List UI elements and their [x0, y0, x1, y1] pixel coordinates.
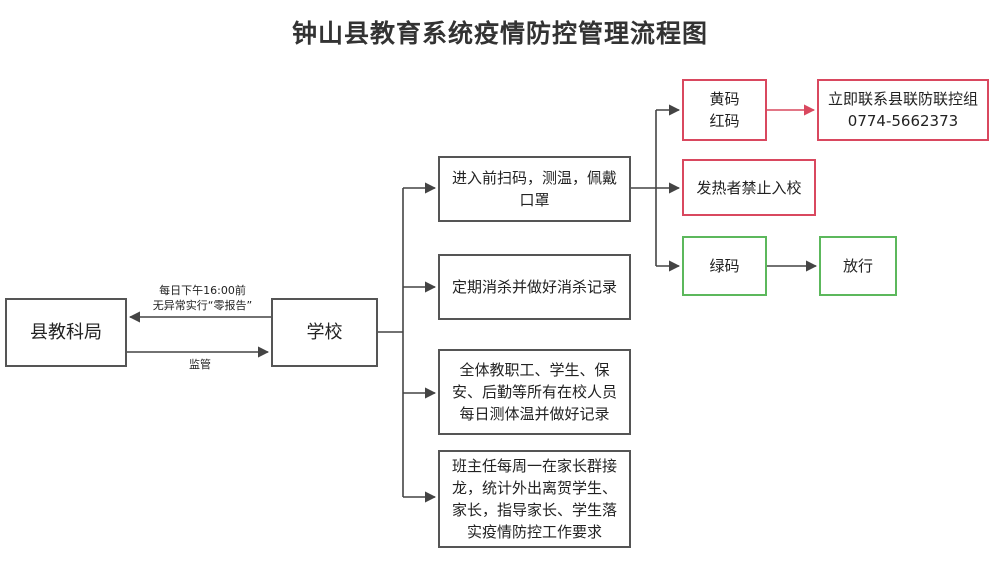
- report-label: 每日下午16:00前 无异常实行“零报告”: [140, 283, 265, 313]
- node-green-code-label: 绿码: [709, 257, 740, 275]
- node-fever-label: 发热者禁止入校: [696, 178, 802, 197]
- node-school: 学校: [271, 298, 378, 367]
- node-green-code: 绿码: [682, 236, 767, 296]
- diagram-title: 钟山县教育系统疫情防控管理流程图: [291, 19, 708, 48]
- node-school-label: 学校: [306, 321, 343, 343]
- node-task-scan: 进入前扫码，测温，佩戴口罩: [438, 156, 631, 222]
- node-pass-label: 放行: [842, 257, 873, 275]
- node-bureau: 县教科局: [5, 298, 127, 367]
- node-task-scan-label: 进入前扫码，测温，佩戴口罩: [451, 169, 617, 209]
- report-label-line2: 无异常实行“零报告”: [152, 299, 253, 312]
- node-fever: 发热者禁止入校: [682, 159, 816, 216]
- node-task-disinfect-label: 定期消杀并做好消杀记录: [451, 278, 617, 296]
- node-task-parents-label: 班主任每周一在家长群接龙，统计外出离贺学生、家长，指导家长、学生落实疫情防控工作…: [451, 457, 617, 541]
- node-contact-phone: 0774-5662373: [847, 112, 959, 130]
- node-yellow-red-code: 黄码 红码: [682, 79, 767, 141]
- node-contact-label: 立即联系县联防联控组: [827, 90, 978, 108]
- node-task-parents: 班主任每周一在家长群接龙，统计外出离贺学生、家长，指导家长、学生落实疫情防控工作…: [438, 450, 631, 548]
- node-bureau-label: 县教科局: [30, 321, 102, 343]
- report-label-line1: 每日下午16:00前: [159, 284, 246, 297]
- node-task-temperature: 全体教职工、学生、保安、后勤等所有在校人员每日测体温并做好记录: [438, 349, 631, 435]
- node-task-temperature-label: 全体教职工、学生、保安、后勤等所有在校人员每日测体温并做好记录: [451, 361, 617, 423]
- node-contact: 立即联系县联防联控组 0774-5662373: [817, 79, 989, 141]
- supervise-label: 监管: [189, 358, 211, 371]
- node-task-disinfect: 定期消杀并做好消杀记录: [438, 254, 631, 320]
- node-yellow-code-label: 黄码: [709, 90, 740, 108]
- node-pass: 放行: [819, 236, 897, 296]
- node-red-code-label: 红码: [709, 112, 740, 130]
